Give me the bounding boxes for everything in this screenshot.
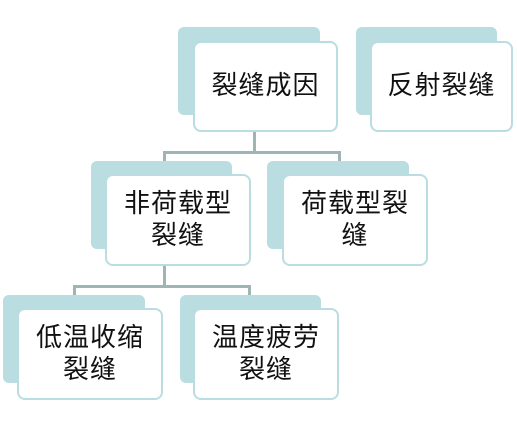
node-load-label: 荷载型裂 缝 bbox=[300, 188, 409, 252]
node-root: 裂缝成因 bbox=[193, 41, 338, 132]
node-low-temp: 低温收缩 裂缝 bbox=[17, 308, 163, 400]
node-non-load-label: 非荷载型 裂缝 bbox=[123, 188, 232, 252]
connector-to-load bbox=[338, 151, 341, 169]
node-reflective-label: 反射裂缝 bbox=[387, 71, 496, 102]
node-load: 荷载型裂 缝 bbox=[282, 174, 428, 266]
node-temp-fatigue: 温度疲劳 裂缝 bbox=[193, 308, 339, 400]
node-non-load: 非荷载型 裂缝 bbox=[105, 174, 251, 266]
node-reflective: 反射裂缝 bbox=[370, 41, 513, 132]
connector-non-load-down bbox=[163, 265, 166, 288]
node-low-temp-label: 低温收缩 裂缝 bbox=[35, 322, 144, 386]
connector-to-low-temp bbox=[73, 285, 76, 301]
connector-level2-bar bbox=[73, 285, 251, 288]
connector-to-temp-fatigue bbox=[248, 285, 251, 301]
connector-root-down bbox=[253, 132, 256, 154]
connector-level1-bar bbox=[163, 151, 341, 154]
connector-to-non-load bbox=[163, 151, 166, 169]
node-root-label: 裂缝成因 bbox=[211, 71, 320, 102]
node-temp-fatigue-label: 温度疲劳 裂缝 bbox=[211, 322, 320, 386]
